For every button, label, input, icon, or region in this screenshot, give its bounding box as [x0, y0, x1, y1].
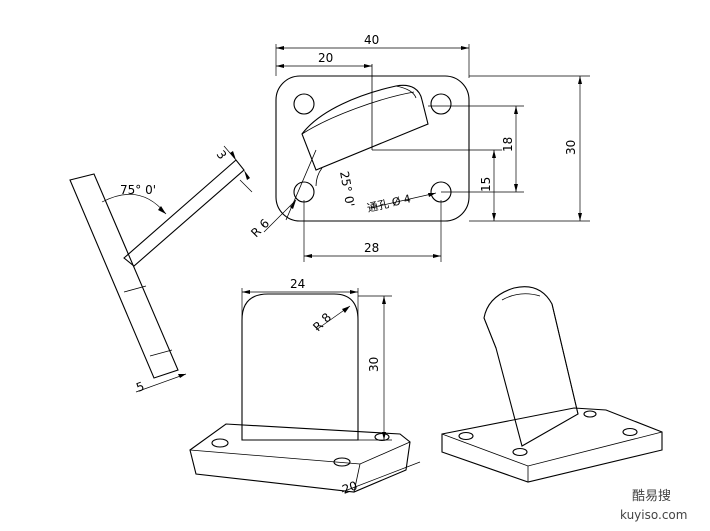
watermark: 酷易搜 kuyiso.com: [620, 489, 687, 522]
dim-15-label: 15: [479, 177, 493, 192]
hole-note-label: 通孔 Ø 4: [366, 192, 412, 215]
front-view: 24 R 8 30 20: [189, 277, 421, 497]
dim-24-label: 24: [290, 277, 305, 291]
angle-25-label: 25° 0': [337, 170, 357, 208]
plate-outline: [275, 75, 470, 222]
dim-20-label: 20: [318, 51, 333, 65]
dim-28-label: 28: [364, 241, 379, 255]
r6-label: R 6: [248, 216, 272, 240]
side-view: 3 75° 0' 5: [69, 145, 253, 395]
hole-top-left: [293, 93, 315, 115]
dim-20b-label: 20: [340, 478, 359, 496]
dim-30-label: 30: [564, 140, 578, 155]
dim-40-label: 40: [364, 33, 379, 47]
watermark-cn: 酷易搜: [632, 489, 671, 504]
r8-label: R 8: [310, 310, 334, 334]
angle-75-label: 75° 0': [120, 183, 156, 197]
watermark-url: kuyiso.com: [620, 508, 687, 522]
hole-top-right: [430, 93, 452, 115]
top-view: 40 20 30 18 15 28 25° 0': [248, 33, 590, 262]
tilted-arm: [301, 84, 429, 171]
base-thickness-label: 5: [134, 379, 146, 395]
hole-bottom-left: [293, 181, 315, 203]
dim-18-label: 18: [501, 137, 515, 152]
arm-thickness-label: 3: [214, 148, 230, 162]
dim-30b-label: 30: [367, 357, 381, 372]
isometric-view: [441, 286, 663, 483]
